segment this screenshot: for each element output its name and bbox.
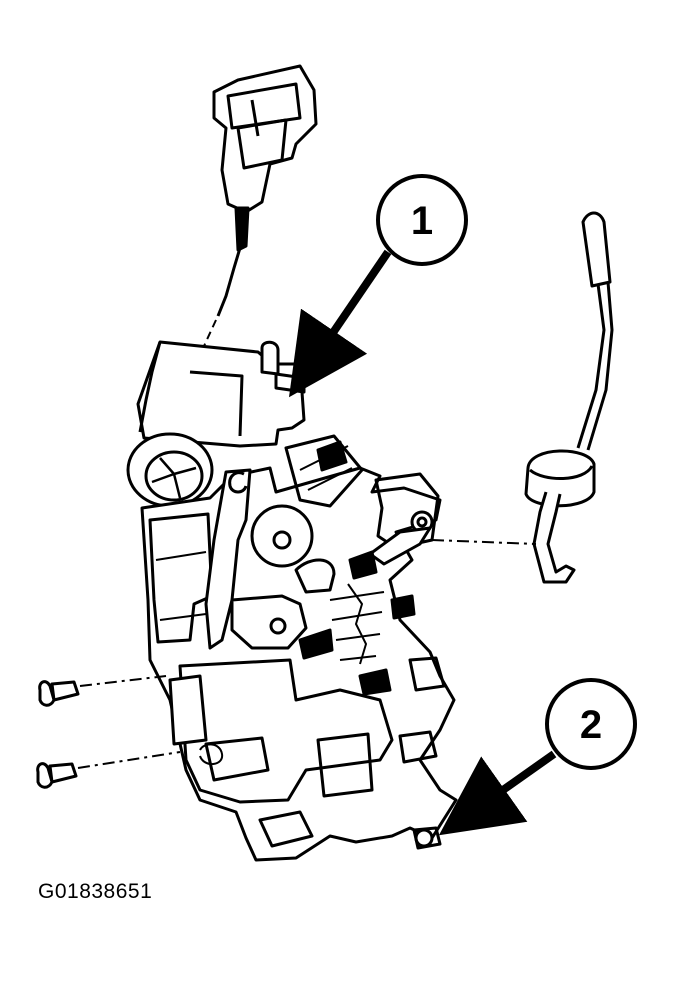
callout-1-arrow [288,249,392,398]
callout-1-label: 1 [411,199,433,243]
latch-assembly [126,340,458,862]
rod-alignment-line [431,539,537,545]
screw-upper-alignment-line [79,675,167,687]
connector-alignment-line [203,319,217,347]
screw-upper [38,680,80,707]
callout-2: 2 [438,678,637,836]
screw-lower [36,762,78,789]
electrical-connector [212,64,318,252]
callout-2-circle [545,678,637,770]
actuator-rod [524,211,614,584]
figure-id: G01838651 [38,880,153,903]
callout-2-arrow [438,750,557,836]
connector-wire [216,247,242,317]
callout-1: 1 [288,174,468,398]
screw-lower-alignment-line [77,751,181,769]
callout-2-label: 2 [580,703,602,747]
callout-1-circle [376,174,468,266]
